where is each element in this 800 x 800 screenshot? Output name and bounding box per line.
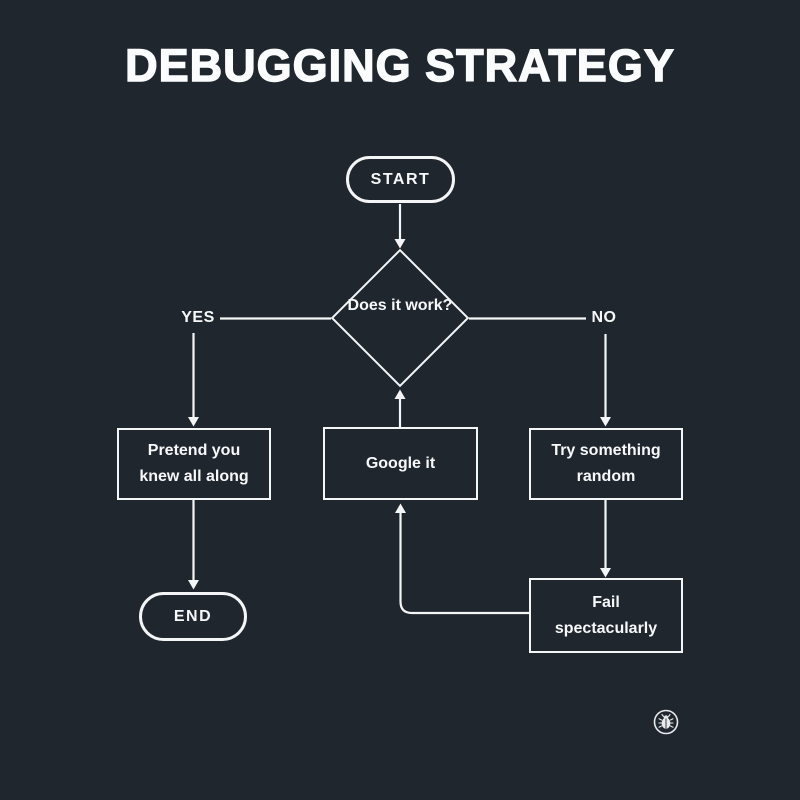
arrowhead-up-icon bbox=[395, 503, 406, 513]
flow-node-google-label: Google it bbox=[365, 454, 436, 472]
flow-node-try-random: Try something random bbox=[529, 428, 683, 500]
flow-node-end: END bbox=[139, 592, 247, 641]
flow-node-google: Google it bbox=[323, 427, 478, 500]
arrowhead-down-icon bbox=[188, 580, 199, 590]
arrowhead-down-icon bbox=[188, 417, 199, 427]
flow-node-start: START bbox=[346, 156, 455, 203]
arrowhead-down-icon bbox=[394, 239, 406, 249]
flow-node-end-label: END bbox=[173, 607, 213, 625]
flow-node-fail-label: Fail spectacularly bbox=[554, 593, 658, 637]
bug-icon bbox=[653, 709, 679, 735]
edge-label-yes: YES bbox=[181, 309, 215, 326]
flow-node-pretend: Pretend you knew all along bbox=[117, 428, 271, 500]
arrowhead-down-icon bbox=[600, 568, 611, 578]
flow-node-try-random-label: Try something random bbox=[551, 442, 661, 485]
flow-node-decision-label: Does it work? bbox=[347, 297, 453, 314]
edge-fail-google bbox=[399, 512, 529, 615]
arrowhead-down-icon bbox=[600, 417, 611, 427]
page-title: DEBUGGING STRATEGY bbox=[124, 39, 675, 91]
edge-label-no: NO bbox=[591, 309, 617, 326]
flow-node-start-label: START bbox=[370, 170, 431, 188]
flow-node-pretend-label: Pretend you knew all along bbox=[139, 442, 249, 485]
arrowhead-up-icon bbox=[394, 389, 406, 399]
flow-node-fail: Fail spectacularly bbox=[529, 578, 683, 653]
